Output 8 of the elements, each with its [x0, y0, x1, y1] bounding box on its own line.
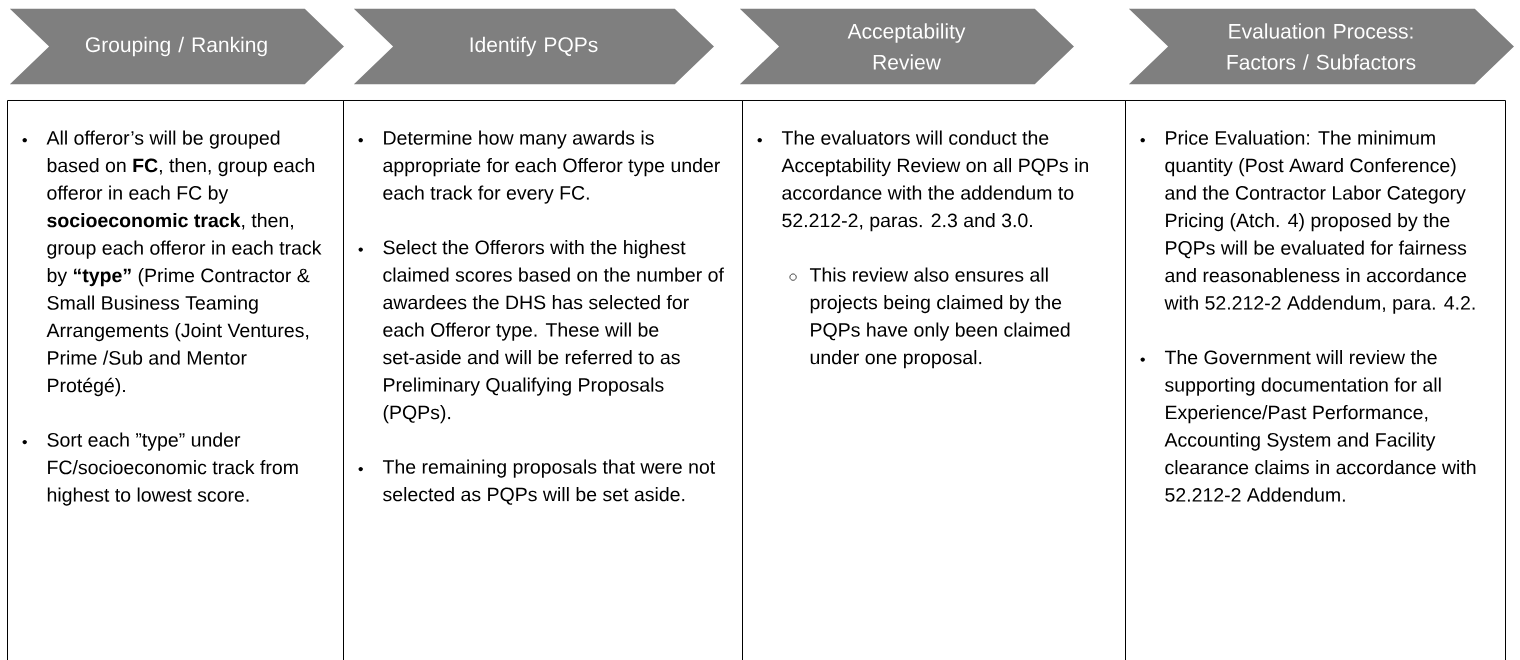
- chevron-step: Acceptability Review: [736, 7, 1077, 86]
- chevron-step: Grouping / Ranking: [6, 7, 347, 86]
- text-column: The evaluators will conduct the Acceptability Review on all PQPs in accordance with the addendum to 52.212-2, paras. 2.3 and 3.0. This review also ensures all projects being claimed by the PQPs have only been claimed under one proposal.: [742, 100, 1126, 660]
- chevron-step: Identify PQPs: [350, 7, 717, 86]
- text-column: Price Evaluation: The minimum quantity (Post Award Conference) and the Contractor Labor Category Pricing (Atch. 4) proposed by the PQPs will be evaluated for fairness and reasonableness in accordance with 52.212-2 Addendum, para. 4.2. The Government will review the supporting documentation for all Experience/Past Performance, Accounting System and Facility clearance claims in accordance with 52.212-2 Addendum.: [1125, 100, 1506, 660]
- chevron-step: Evaluation Process: Factors / Subfactors: [1125, 7, 1517, 86]
- text-column: All offeror’s will be grouped based on FC, then, group each offeror in each FC by socioeconomic track, then, group each offeror in each track by “type” (Prime Contractor & Small Business Teaming Arrangements (Joint Ventures, Prime /Sub and Mentor Protégé). Sort each ”type” under FC/socioeconomic track from highest to lowest score.: [7, 100, 344, 660]
- text-column: Determine how many awards is appropriate for each Offeror type under each track for every FC. Select the Offerors with the highest claimed scores based on the number of awardees the DHS has selected for each Offeror type. These will be set-aside and will be referred to as Preliminary Qualifying Proposals (PQPs). The remaining proposals that were not selected as PQPs will be set aside.: [343, 100, 743, 660]
